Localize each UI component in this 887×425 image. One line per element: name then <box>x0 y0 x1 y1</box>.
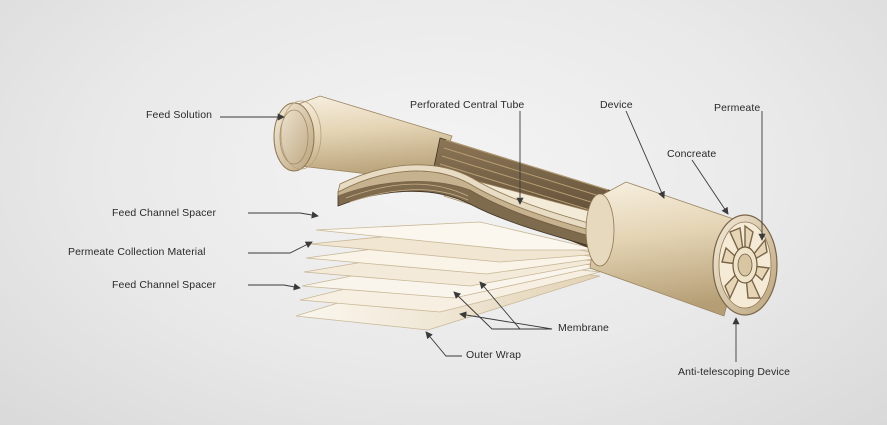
label-permeate-collection-material: Permeate Collection Material <box>68 246 206 258</box>
right-tube-section <box>585 181 749 317</box>
label-concreate: Concreate <box>667 148 717 160</box>
leader-permeate-collection <box>248 241 313 254</box>
label-permeate: Permeate <box>714 102 761 114</box>
anti-telescoping-device <box>712 214 778 316</box>
leader-feed-spacer-top <box>248 211 319 219</box>
leader-membrane-3 <box>459 311 553 330</box>
leader-concreate <box>691 159 729 215</box>
label-feed-channel-spacer-top: Feed Channel Spacer <box>112 207 217 219</box>
label-outer-wrap: Outer Wrap <box>466 349 522 361</box>
leader-lines <box>220 110 766 362</box>
leader-membrane-2 <box>453 291 552 330</box>
leader-device <box>625 110 665 199</box>
leader-feed-spacer-bottom <box>248 283 301 291</box>
label-perforated-central-tube: Perforated Central Tube <box>410 99 525 111</box>
label-feed-solution: Feed Solution <box>146 109 213 121</box>
label-membrane: Membrane <box>558 322 609 334</box>
label-device: Device <box>600 99 633 111</box>
unrolled-sheets <box>295 221 601 331</box>
label-anti-telescoping-device: Anti-telescoping Device <box>678 366 791 378</box>
leader-outer-wrap <box>425 331 462 357</box>
label-feed-channel-spacer-bottom: Feed Channel Spacer <box>112 279 217 291</box>
